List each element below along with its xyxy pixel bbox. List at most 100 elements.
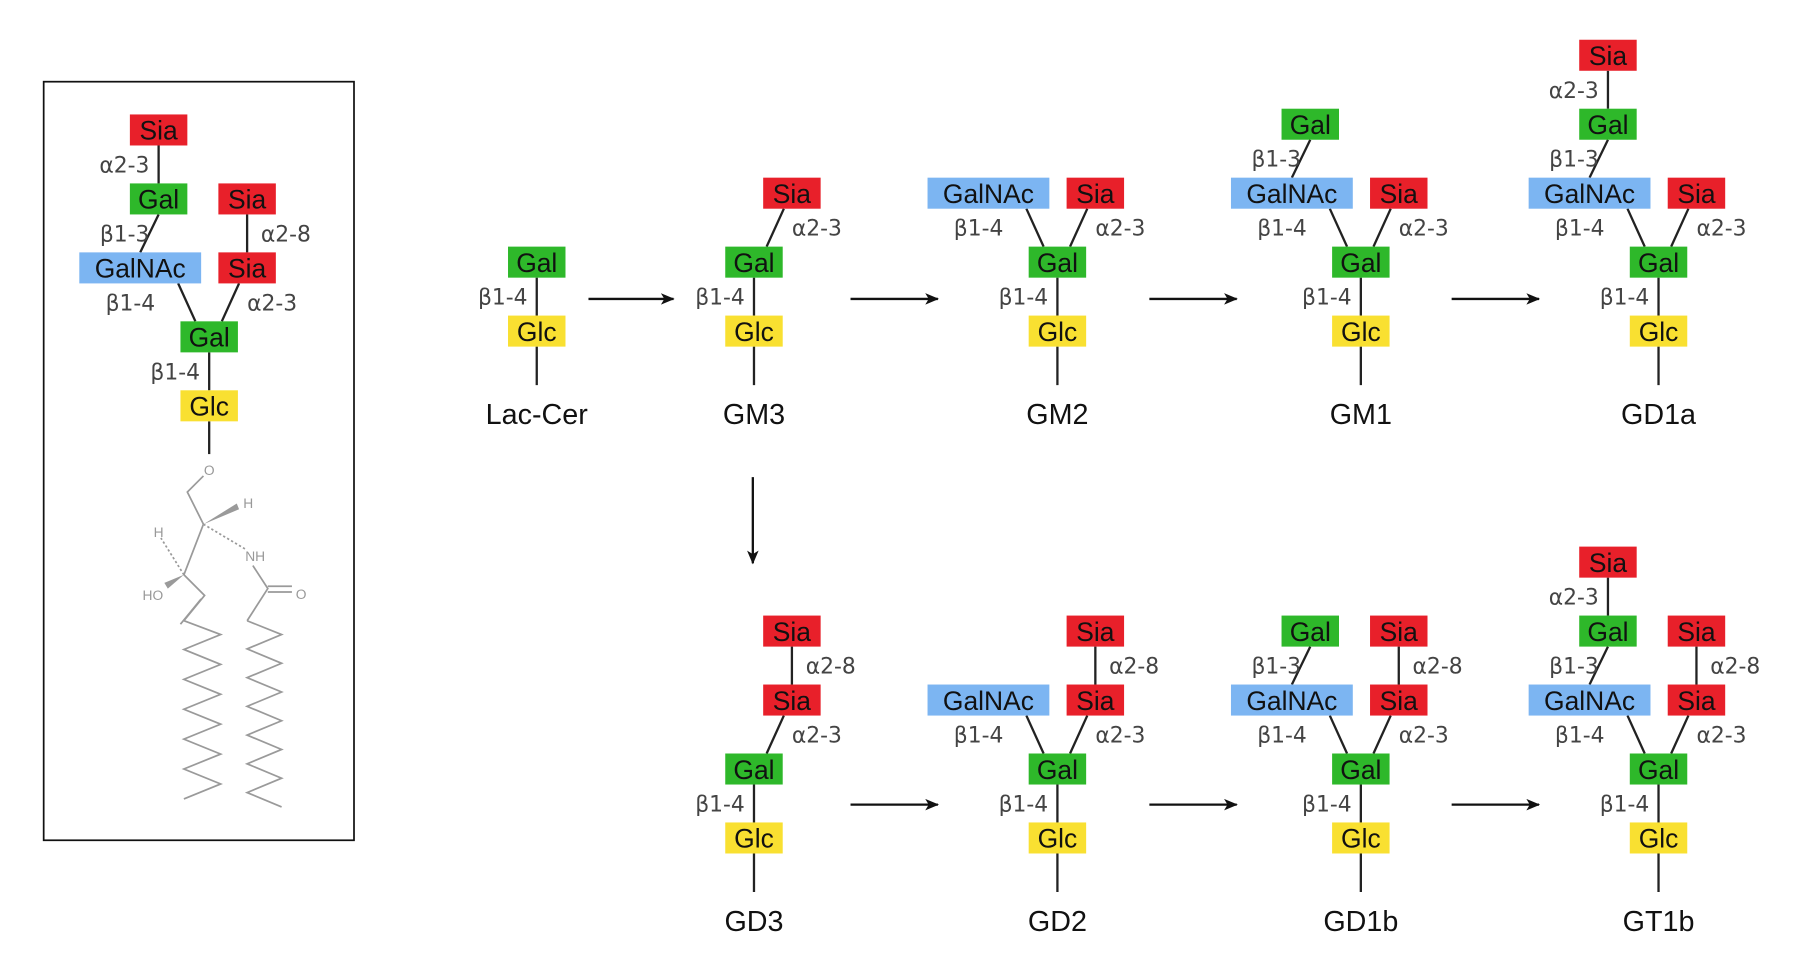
residue-box bbox=[1332, 753, 1390, 785]
residue-label: Gal bbox=[1290, 617, 1331, 647]
residue-label: Sia bbox=[140, 116, 178, 146]
residue-label: Sia bbox=[1677, 179, 1715, 209]
hydrogen-label: H bbox=[154, 525, 164, 540]
residue-galnac: GalNAc bbox=[1230, 177, 1353, 209]
residue-label: Gal bbox=[1037, 755, 1078, 785]
residue-label: Gal bbox=[1340, 755, 1381, 785]
residue-box bbox=[1230, 684, 1353, 716]
nh-label: NH bbox=[245, 549, 265, 564]
residue-box bbox=[1230, 177, 1353, 209]
residue-box bbox=[725, 315, 783, 347]
residue-box bbox=[725, 246, 783, 278]
residue-label: Gal bbox=[733, 248, 774, 278]
residue-box bbox=[508, 315, 566, 347]
residue-box bbox=[1028, 753, 1087, 785]
residue-label: Sia bbox=[1380, 686, 1418, 716]
residue-label: Glc bbox=[1341, 317, 1381, 347]
residue-label: Gal bbox=[516, 248, 557, 278]
residue-box bbox=[1370, 615, 1428, 647]
residue-gal: Gal bbox=[1332, 246, 1390, 278]
residue-box bbox=[1667, 615, 1726, 647]
fatty-acid-chain bbox=[246, 565, 269, 622]
residue-glc: Glc bbox=[180, 390, 238, 422]
linkage-label: β1-4 bbox=[695, 793, 745, 818]
glycosidic-bond bbox=[1025, 715, 1045, 754]
residue-sia: Sia bbox=[129, 114, 188, 146]
residue-box bbox=[218, 183, 276, 215]
residue-galnac: GalNAc bbox=[1528, 177, 1651, 209]
linkage-label: β1-4 bbox=[954, 217, 1004, 242]
residue-gal: Gal bbox=[1629, 753, 1688, 785]
residue-box bbox=[1028, 315, 1087, 347]
glycosidic-bond bbox=[1328, 715, 1349, 754]
residue-label: Glc bbox=[1038, 317, 1078, 347]
glycosidic-bond bbox=[139, 213, 160, 253]
residue-box bbox=[1028, 246, 1087, 278]
residue-box bbox=[1629, 315, 1688, 347]
residue-label: GalNAc bbox=[95, 254, 186, 284]
glycosidic-bond bbox=[765, 208, 785, 248]
linkage-label: α2-3 bbox=[99, 153, 149, 178]
residue-sia: Sia bbox=[1370, 177, 1428, 209]
linkage-label: α2-3 bbox=[1696, 724, 1746, 749]
residue-box bbox=[1579, 39, 1637, 71]
ganglioside-name: Lac-Cer bbox=[486, 399, 589, 431]
residue-sia: Sia bbox=[218, 183, 276, 215]
linkage-label: β1-4 bbox=[999, 793, 1049, 818]
residue-glc: Glc bbox=[508, 315, 566, 347]
residue-glc: Glc bbox=[725, 822, 783, 854]
residue-galnac: GalNAc bbox=[1528, 684, 1651, 716]
ganglioside-name: GD1b bbox=[1323, 906, 1398, 938]
linkage-label: α2-3 bbox=[1696, 217, 1746, 242]
glycosidic-bond bbox=[1670, 208, 1690, 248]
carbonyl-oxygen-label: O bbox=[296, 587, 307, 602]
residue-sia: Sia bbox=[1667, 177, 1726, 209]
residue-box bbox=[79, 252, 202, 284]
glycosidic-bond bbox=[1069, 208, 1089, 248]
residue-label: Glc bbox=[1639, 824, 1679, 854]
residue-label: Gal bbox=[733, 755, 774, 785]
residue-sia: Sia bbox=[218, 252, 276, 284]
residue-label: Sia bbox=[773, 617, 811, 647]
double-bond bbox=[179, 598, 202, 625]
glycosidic-bond bbox=[1372, 715, 1392, 754]
residue-galnac: GalNAc bbox=[927, 177, 1050, 209]
residue-gal: Gal bbox=[1629, 246, 1688, 278]
ganglioside-name: GM2 bbox=[1026, 399, 1088, 431]
linkage-label: β1-4 bbox=[1257, 217, 1307, 242]
residue-glc: Glc bbox=[1028, 822, 1087, 854]
residue-glc: Glc bbox=[1332, 315, 1390, 347]
residue-box bbox=[1528, 684, 1651, 716]
residue-box bbox=[1028, 822, 1087, 854]
residue-label: GalNAc bbox=[943, 686, 1034, 716]
residue-label: Sia bbox=[773, 686, 811, 716]
linkage-label: β1-3 bbox=[1251, 655, 1301, 680]
linkage-label: α2-8 bbox=[1109, 655, 1159, 680]
residue-box bbox=[1281, 615, 1340, 647]
residue-label: Sia bbox=[1076, 179, 1114, 209]
glycosidic-bond bbox=[1626, 715, 1646, 754]
ganglioside-name: GD3 bbox=[724, 906, 783, 938]
residue-gal: Gal bbox=[508, 246, 566, 278]
residue-box bbox=[1629, 822, 1688, 854]
residue-box bbox=[1332, 822, 1390, 854]
residue-glc: Glc bbox=[1629, 315, 1688, 347]
residue-label: GalNAc bbox=[1544, 686, 1635, 716]
residue-galnac: GalNAc bbox=[927, 684, 1050, 716]
residue-label: Gal bbox=[1638, 755, 1679, 785]
linkage-label: α2-8 bbox=[1413, 655, 1463, 680]
residue-box bbox=[1579, 108, 1637, 140]
residue-gal: Gal bbox=[180, 321, 238, 353]
residue-box bbox=[725, 753, 783, 785]
residue-label: Gal bbox=[1638, 248, 1679, 278]
residue-glc: Glc bbox=[1629, 822, 1688, 854]
linkage-label: β1-4 bbox=[1257, 724, 1307, 749]
sphingosine-chain bbox=[183, 574, 206, 622]
linkage-label: β1-4 bbox=[106, 291, 156, 316]
residue-box bbox=[180, 390, 238, 422]
glycosidic-bond bbox=[1025, 208, 1045, 248]
